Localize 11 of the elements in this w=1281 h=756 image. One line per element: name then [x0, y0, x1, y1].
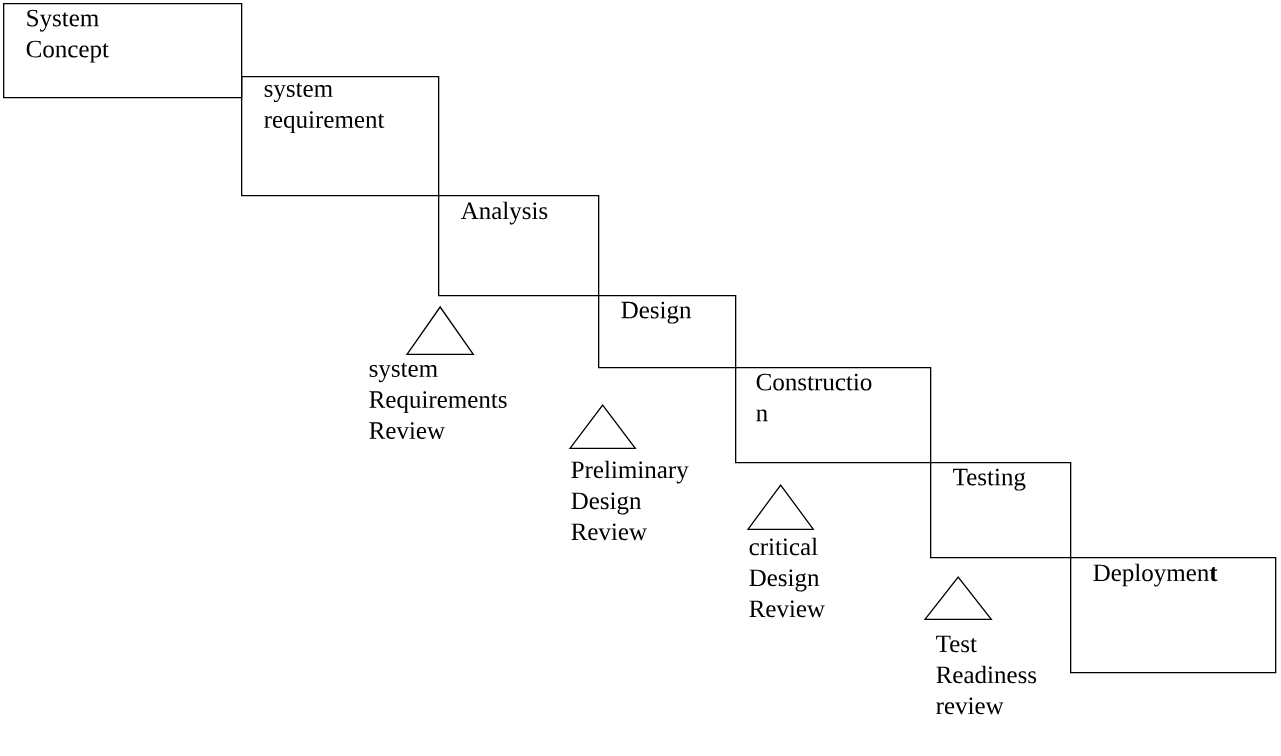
milestone-label: Preliminary Design Review [571, 460, 689, 541]
phase-box: System Concept [3, 3, 243, 99]
phase-box: Testing [930, 462, 1072, 559]
milestone-label: system Requirements Review [369, 362, 507, 439]
phase-box: Analysis [438, 195, 600, 297]
phase-box: Deployment [1070, 557, 1277, 674]
phase-box: system requirement [241, 76, 440, 197]
phase-box: Design [598, 295, 737, 369]
milestone-label: critical Design Review [749, 537, 825, 618]
phase-box: Constructio n [735, 367, 932, 464]
milestone-label: Test Readiness review [936, 635, 1037, 715]
